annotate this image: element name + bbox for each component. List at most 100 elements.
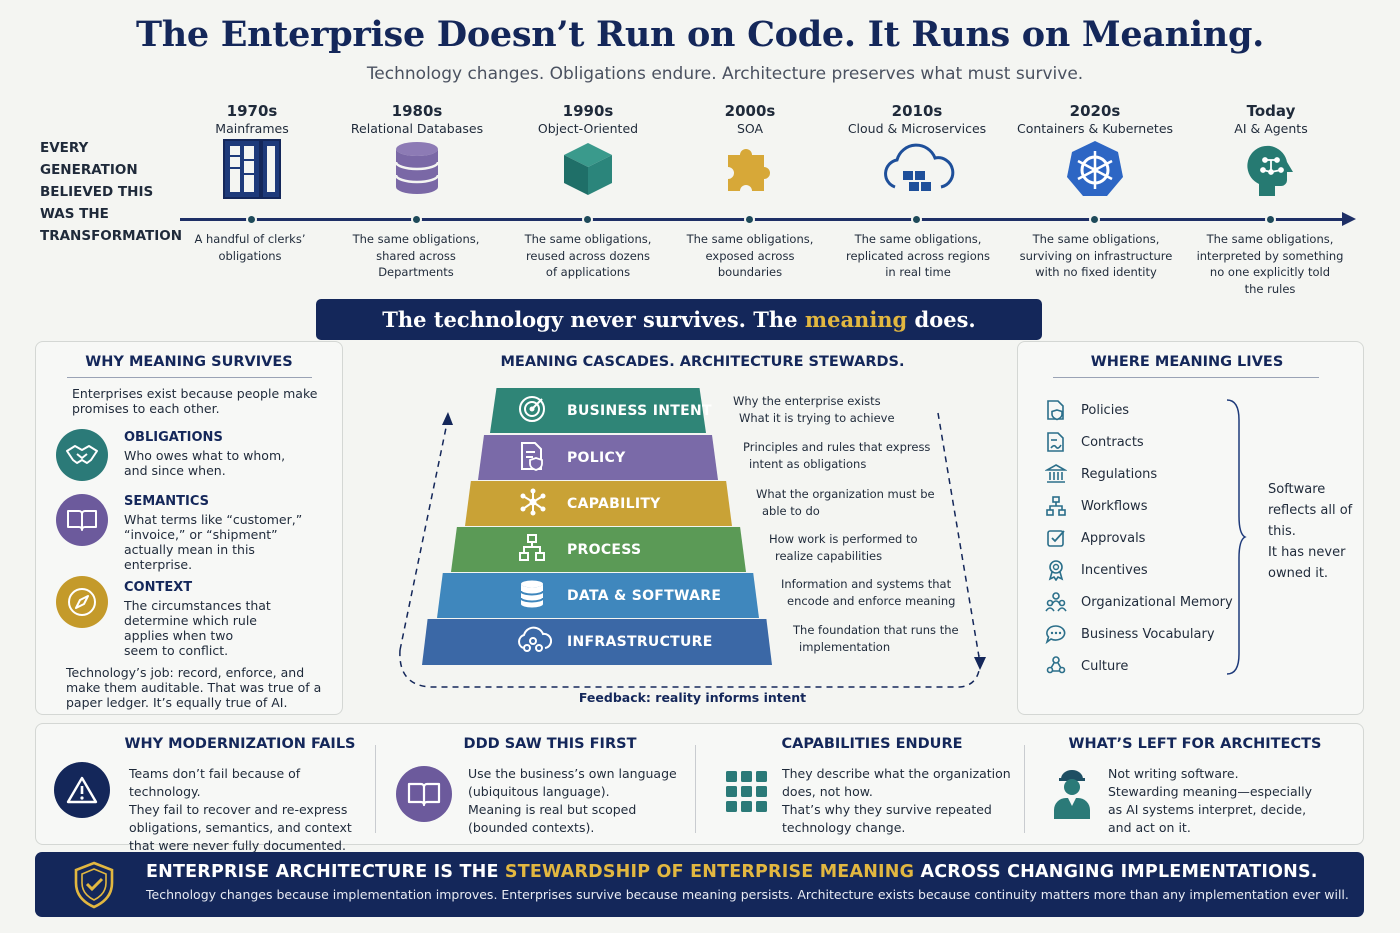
- feedback-label: Feedback: reality informs intent: [578, 690, 807, 705]
- era-1980s: 1980s Relational Databases: [332, 102, 502, 202]
- era-tech: Relational Databases: [350, 121, 484, 136]
- desc-line: encode and enforce meaning: [787, 593, 956, 608]
- bottom-line: They fail to recover and re-express: [129, 802, 348, 817]
- era-year: 1980s: [391, 102, 443, 120]
- concept-context: CONTEXT The circumstances that determine…: [124, 580, 334, 658]
- desc-line: implementation: [799, 639, 891, 654]
- list-item-label: Business Vocabulary: [1081, 626, 1215, 642]
- desc-line: with no fixed identity: [1035, 265, 1157, 279]
- outro-line: paper ledger. It’s equally true of AI.: [66, 695, 288, 710]
- desc-line: The same obligations,: [352, 232, 480, 246]
- bottom-line: obligations, semantics, and context: [129, 820, 352, 835]
- layer-label-row: BUSINESS INTENT: [518, 388, 712, 433]
- where-meaning-lives-panel: [1017, 341, 1364, 715]
- era-description: The same obligations, reused across doze…: [503, 231, 673, 281]
- layer-label-row: CAPABILITY: [518, 481, 661, 526]
- desc-line: of applications: [545, 265, 631, 279]
- page-subtitle: Technology changes. Obligations endure. …: [366, 64, 1084, 84]
- network-icon: [518, 487, 554, 521]
- bottom-line: Teams don’t fail because of technology.: [129, 766, 301, 799]
- era-year: 1970s: [226, 102, 278, 120]
- list-item: Workflows: [1045, 490, 1245, 522]
- desc-line: The same obligations,: [524, 232, 652, 246]
- divider: [1024, 745, 1025, 833]
- layer-capability: [465, 481, 732, 526]
- desc-line: reused across dozens: [525, 248, 651, 263]
- bottom-line: technology change.: [782, 820, 906, 835]
- footer-text: Technology changes because implementatio…: [146, 887, 1349, 902]
- banner-text: does.: [907, 307, 976, 332]
- list-item: Approvals: [1045, 522, 1245, 554]
- bottom-line: Stewarding meaning—especially: [1108, 784, 1313, 799]
- concept-line: The circumstances that: [124, 598, 271, 613]
- bottom-line: and act on it.: [1108, 820, 1191, 835]
- layer-process: [451, 527, 746, 572]
- note-line: It has never: [1268, 545, 1346, 560]
- concept-semantics: SEMANTICS What terms like “customer,” “i…: [124, 494, 334, 572]
- layer-policy: [478, 435, 718, 480]
- desc-line: Principles and rules that express: [743, 440, 931, 454]
- book-icon: [56, 494, 108, 546]
- panel-intro: Enterprises exist because people make pr…: [72, 386, 317, 416]
- layer-infrastructure: [422, 619, 772, 665]
- compass-icon: [56, 576, 108, 628]
- contract-icon: [1045, 431, 1081, 453]
- layer-label-row: PROCESS: [518, 527, 641, 572]
- database-icon: [332, 136, 502, 202]
- era-tech: Object-Oriented: [537, 121, 639, 136]
- outro-line: Technology’s job: record, enforce, and: [66, 665, 305, 680]
- side-label-line: TRANSFORMATION: [40, 228, 183, 244]
- list-item-label: Organizational Memory: [1081, 594, 1233, 610]
- list-item: Culture: [1045, 650, 1245, 682]
- layer-description: Information and systems that encode and …: [781, 576, 955, 609]
- era-tech: AI & Agents: [1234, 121, 1308, 136]
- layer-data-software: [437, 573, 759, 618]
- footer-content: ENTERPRISE ARCHITECTURE IS THE STEWARDSH…: [146, 862, 1356, 902]
- side-label-line: BELIEVED THIS: [40, 184, 154, 200]
- checkbox-icon: [1045, 527, 1081, 549]
- desc-line: no one explicitly told: [1209, 265, 1331, 279]
- timeline-dot: [411, 214, 422, 225]
- era-tech: Containers & Kubernetes: [1016, 121, 1174, 136]
- concept-line: determine which rule: [124, 613, 257, 628]
- cube-icon: [503, 136, 673, 202]
- desc-line: the rules: [1244, 281, 1296, 296]
- banner-text: The technology never survives. The: [382, 307, 805, 332]
- concept-line: actually mean in this: [124, 542, 255, 557]
- timeline-dot: [246, 214, 257, 225]
- list-item-label: Culture: [1081, 658, 1129, 674]
- bottom-line: as AI systems interpret, decide,: [1108, 802, 1307, 817]
- era-year: 2020s: [1069, 102, 1121, 120]
- desc-line: obligations: [218, 248, 282, 263]
- era-description: The same obligations, interpreted by som…: [1185, 231, 1355, 297]
- note-line: reflects all of: [1268, 503, 1353, 518]
- layer-description: The foundation that runs the implementat…: [793, 622, 959, 655]
- list-item: Organizational Memory: [1045, 586, 1245, 618]
- layer-label: POLICY: [567, 449, 626, 466]
- workflow-icon: [1045, 495, 1081, 517]
- note-line: owned it.: [1268, 566, 1329, 581]
- people-icon: [1045, 591, 1081, 613]
- desc-line: able to do: [762, 503, 820, 518]
- list-item: Incentives: [1045, 554, 1245, 586]
- era-description: The same obligations, exposed across bou…: [665, 231, 835, 281]
- bottom-text: Not writing software. Stewarding meaning…: [1108, 765, 1348, 837]
- era-2010s: 2010s Cloud & Microservices: [832, 102, 1002, 202]
- layer-label-row: INFRASTRUCTURE: [514, 619, 713, 665]
- era-tech: Cloud & Microservices: [847, 121, 987, 136]
- bottom-insights-panel: [35, 723, 1364, 845]
- desc-line: What it is trying to achieve: [739, 410, 895, 425]
- ai-head-icon: [1186, 136, 1356, 202]
- bottom-line: Not writing software.: [1108, 766, 1239, 781]
- era-year: 2000s: [724, 102, 776, 120]
- bottom-title: WHY MODERNIZATION FAILS: [124, 736, 356, 752]
- desc-line: surviving on infrastructure: [1019, 248, 1173, 263]
- desc-line: The same obligations,: [1206, 232, 1334, 246]
- list-item: Contracts: [1045, 426, 1245, 458]
- side-label-line: EVERY: [40, 140, 89, 156]
- layer-description: How work is performed to realize capabil…: [769, 531, 918, 564]
- era-description: The same obligations, replicated across …: [832, 231, 1004, 281]
- cloud-network-icon: [514, 626, 554, 658]
- era-year: 1990s: [562, 102, 614, 120]
- award-icon: [1045, 559, 1081, 581]
